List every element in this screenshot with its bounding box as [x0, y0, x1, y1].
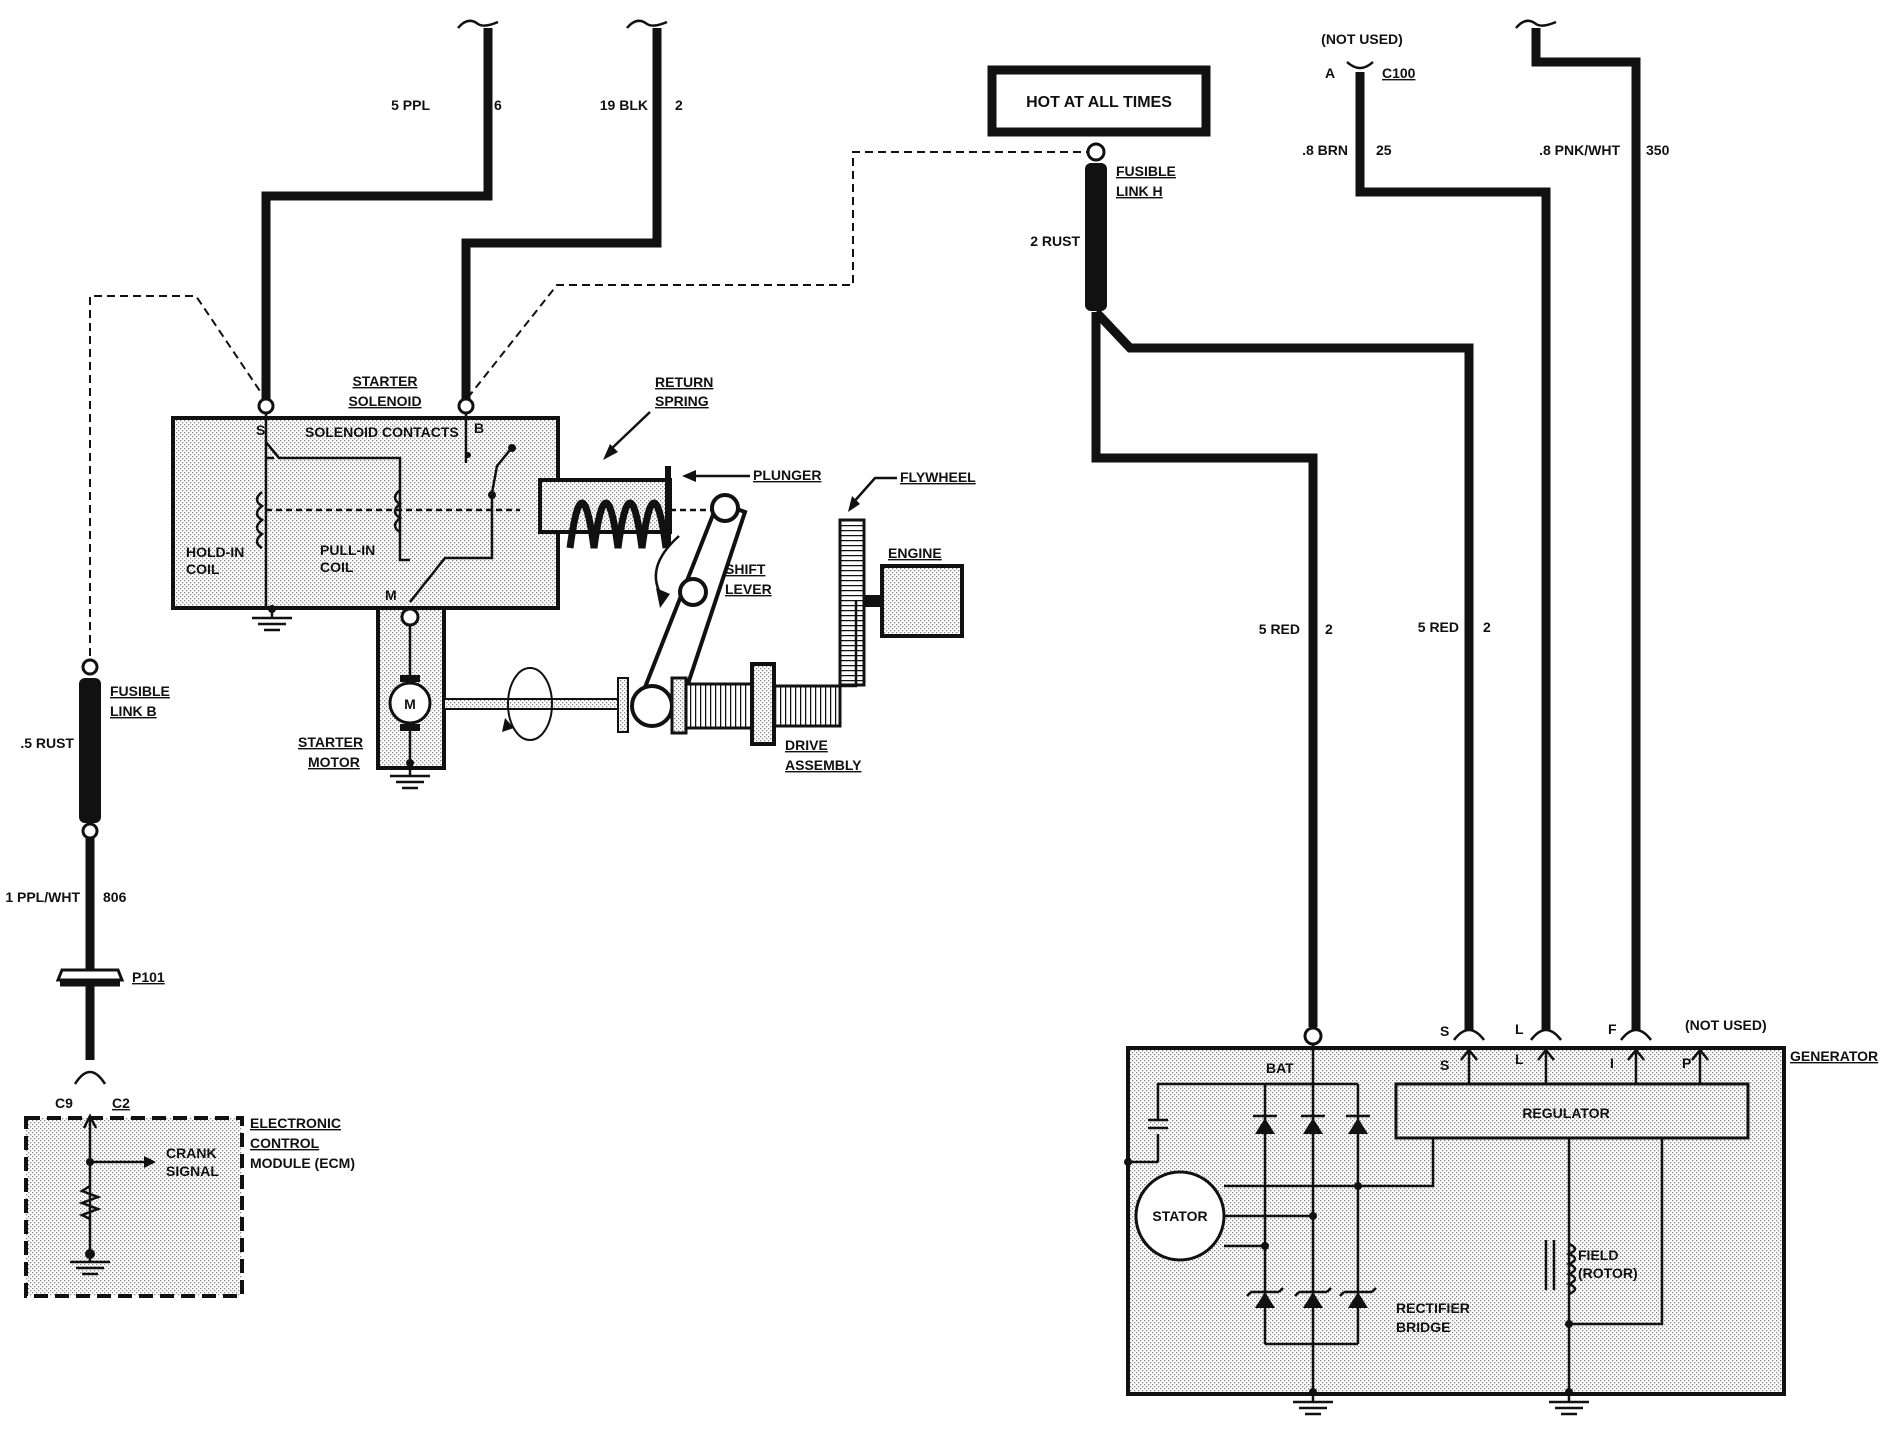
- wire-red-s: 5 RED 2: [1092, 308, 1491, 1030]
- connector-c9-label: C9: [55, 1095, 73, 1111]
- rectifier-label-2: BRIDGE: [1396, 1319, 1450, 1335]
- wire-ppl-wht-806: 1 PPL/WHT 806 P101 C9 C2: [5, 838, 165, 1111]
- plunger-label: PLUNGER: [753, 467, 821, 483]
- stator-label: STATOR: [1152, 1208, 1207, 1224]
- hot-at-all-times-box: HOT AT ALL TIMES: [987, 65, 1211, 137]
- terminal-b-label: B: [474, 420, 484, 436]
- wire-ppl-6: 5 PPL 6: [261, 19, 502, 401]
- starter-motor-label-1: STARTER: [298, 734, 363, 750]
- fusible-link-b: FUSIBLE LINK B .5 RUST: [20, 658, 170, 840]
- wire-circuit-blk: 2: [675, 97, 683, 113]
- starter-solenoid-label-1: STARTER: [352, 373, 417, 389]
- wire-circuit-brn: 25: [1376, 142, 1392, 158]
- ecm-module: CRANK SIGNAL ELECTRONIC CONTROL MODULE (…: [24, 1113, 355, 1298]
- connector-a-label: A: [1325, 65, 1335, 81]
- wire-label-rust-h: 2 RUST: [1030, 233, 1080, 249]
- gen-term-s-label: S: [1440, 1023, 1449, 1039]
- shift-lever-label-2: LEVER: [725, 581, 772, 597]
- regulator-label: REGULATOR: [1522, 1105, 1609, 1121]
- plunger-assembly: RETURN SPRING PLUNGER: [538, 374, 821, 549]
- fusible-link-h-label-1: FUSIBLE: [1116, 163, 1176, 179]
- pull-in-coil-label-2: COIL: [320, 559, 354, 575]
- terminal-s-circle: [257, 397, 275, 415]
- wire-label-ppl: 5 PPL: [391, 97, 430, 113]
- not-used-gen-label: (NOT USED): [1685, 1017, 1767, 1033]
- gen-inner-p-label: P: [1682, 1055, 1691, 1071]
- return-spring-label-1: RETURN: [655, 374, 713, 390]
- dashed-line-fusible-h: [465, 151, 1094, 401]
- pull-in-coil-label-1: PULL-IN: [320, 542, 375, 558]
- engine-label: ENGINE: [888, 545, 942, 561]
- field-label-1: FIELD: [1578, 1247, 1618, 1263]
- terminal-s-label: S: [256, 422, 265, 438]
- wire-circuit-pnk: 350: [1646, 142, 1670, 158]
- crank-signal-label-1: CRANK: [166, 1145, 217, 1161]
- starter-solenoid: STARTER SOLENOID S B SOLENOID CONTACTS M…: [171, 373, 560, 632]
- wire-pnk-wht-350: .8 PNK/WHT 350: [1515, 19, 1670, 1030]
- wire-circuit-ppl-wht: 806: [103, 889, 127, 905]
- wire-label-red-s: 5 RED: [1418, 619, 1459, 635]
- gen-term-f-label: F: [1608, 1021, 1617, 1037]
- wire-blk-2: 19 BLK 2: [461, 19, 683, 401]
- starter-motor-label-2: MOTOR: [308, 754, 360, 770]
- fusible-link-h: FUSIBLE LINK H 2 RUST: [1030, 142, 1176, 311]
- flywheel-engine: FLYWHEEL ENGINE: [838, 469, 976, 687]
- shift-lever-label-1: SHIFT: [725, 561, 766, 577]
- ecm-label-2: CONTROL: [250, 1135, 320, 1151]
- gen-term-l-label: L: [1515, 1021, 1524, 1037]
- drive-assembly-label-1: DRIVE: [785, 737, 828, 753]
- flywheel-label: FLYWHEEL: [900, 469, 976, 485]
- not-used-top-label: (NOT USED): [1321, 31, 1403, 47]
- ecm-label-1: ELECTRONIC: [250, 1115, 341, 1131]
- wire-circuit-red-bat: 2: [1325, 621, 1333, 637]
- hold-in-coil-label-2: COIL: [186, 561, 220, 577]
- motor-symbol: M: [404, 696, 416, 712]
- wire-label-ppl-wht: 1 PPL/WHT: [5, 889, 80, 905]
- connector-c100-label: C100: [1382, 65, 1416, 81]
- gen-inner-l-label: L: [1515, 1051, 1524, 1067]
- connector-p101-label: P101: [132, 969, 165, 985]
- starter-solenoid-label-2: SOLENOID: [348, 393, 421, 409]
- terminal-m-label: M: [385, 587, 397, 603]
- return-spring-label-2: SPRING: [655, 393, 709, 409]
- drive-assembly-label-2: ASSEMBLY: [785, 757, 862, 773]
- wire-brn-25: (NOT USED) A C100 .8 BRN 25: [1302, 31, 1551, 1030]
- wire-circuit-red-s: 2: [1483, 619, 1491, 635]
- fusible-link-b-label-2: LINK B: [110, 703, 157, 719]
- wire-label-red-bat: 5 RED: [1259, 621, 1300, 637]
- terminal-b-circle: [457, 397, 475, 415]
- wire-red-bat: 5 RED 2: [1091, 312, 1333, 1027]
- fusible-link-h-label-2: LINK H: [1116, 183, 1163, 199]
- gen-inner-i-label: I: [1610, 1055, 1614, 1071]
- generator-label: GENERATOR: [1790, 1048, 1878, 1064]
- connector-c2-label: C2: [112, 1095, 130, 1111]
- rectifier-label-1: RECTIFIER: [1396, 1300, 1470, 1316]
- generator: GENERATOR (NOT USED) BAT S L F S L I P R…: [1124, 1017, 1878, 1416]
- wire-label-brn: .8 BRN: [1302, 142, 1348, 158]
- wire-circuit-ppl: 6: [494, 97, 502, 113]
- hot-at-all-times-label: HOT AT ALL TIMES: [1026, 94, 1172, 111]
- crank-signal-label-2: SIGNAL: [166, 1163, 219, 1179]
- bat-label: BAT: [1266, 1060, 1294, 1076]
- wire-label-blk: 19 BLK: [600, 97, 648, 113]
- gen-inner-s-label: S: [1440, 1057, 1449, 1073]
- solenoid-contacts-label: SOLENOID CONTACTS: [305, 424, 459, 440]
- hold-in-coil-label-1: HOLD-IN: [186, 544, 244, 560]
- fusible-link-b-label-1: FUSIBLE: [110, 683, 170, 699]
- ecm-label-3: MODULE (ECM): [250, 1155, 355, 1171]
- field-label-2: (ROTOR): [1578, 1265, 1638, 1281]
- wire-label-rust-b: .5 RUST: [20, 735, 74, 751]
- wire-label-pnk: .8 PNK/WHT: [1539, 142, 1620, 158]
- starter-motor: M STARTER MOTOR: [298, 606, 629, 790]
- drive-assembly: DRIVE ASSEMBLY: [670, 600, 862, 773]
